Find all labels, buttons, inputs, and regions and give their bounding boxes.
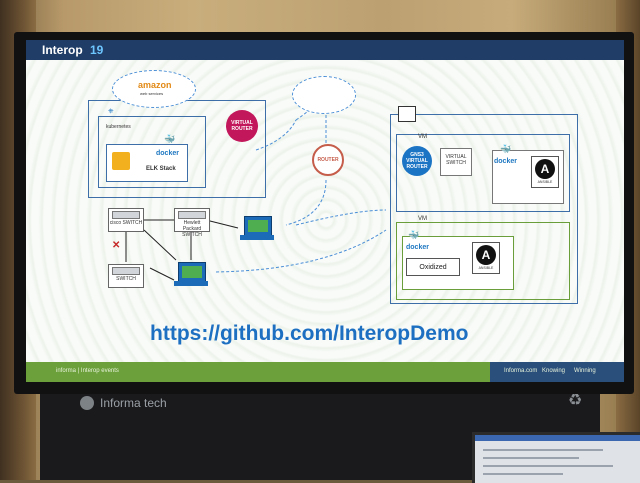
- aws-label: amazon: [138, 80, 172, 90]
- switch-device-icon: [112, 211, 140, 219]
- cisco-switch: cisco SWITCH: [108, 208, 144, 232]
- laptop-line: [483, 457, 579, 459]
- virtualbox-icon: [398, 106, 416, 122]
- kubernetes-icon: ⎈: [108, 108, 114, 115]
- virtual-switch-label: VIRTUAL SWITCH: [445, 154, 467, 166]
- informa-logo-icon: [80, 396, 94, 410]
- workstation-1: [240, 216, 274, 244]
- ansible-label: ANSIBLE: [478, 266, 494, 270]
- cisco-switch-label: cisco SWITCH: [109, 220, 143, 226]
- docker-label: docker: [156, 150, 179, 157]
- kubernetes-label: kubernetes: [106, 124, 131, 130]
- stand-logo: Informa tech: [80, 396, 167, 410]
- ansible-label: ANSIBLE: [537, 180, 553, 184]
- docker-whale-icon: 🐳: [500, 144, 512, 154]
- vm-2-box: [396, 222, 570, 300]
- hpe-switch-label: Hewlett Packard SWITCH: [182, 220, 202, 238]
- gns3-label: GNS3 VIRTUAL ROUTER: [406, 152, 428, 170]
- docker-whale-icon: 🐳: [408, 230, 420, 240]
- footer-right-2: Knowing: [542, 368, 566, 374]
- interop-brand: Interop: [42, 43, 83, 57]
- kubernetes-box: [98, 116, 206, 188]
- vm-1-label: VM: [418, 134, 427, 140]
- elk-icon: [112, 152, 130, 170]
- oxidized-node: Oxidized: [406, 258, 460, 276]
- laptop-line: [483, 465, 613, 467]
- monitor-icon: [178, 262, 206, 282]
- slide-header-bar: [26, 40, 624, 60]
- stand-logo-text: Informa tech: [100, 396, 167, 410]
- oxidized-label: Oxidized: [419, 263, 447, 271]
- footer-right-1: Informa.com: [504, 368, 538, 374]
- virtual-switch-node: [440, 148, 472, 176]
- laptop-title-bar: [475, 435, 640, 441]
- slide-footer-right: [490, 362, 624, 382]
- interop-year: 19: [90, 43, 104, 57]
- vm-1-box: [396, 134, 570, 212]
- slide-footer: [26, 362, 624, 382]
- router-label: ROUTER: [317, 157, 339, 163]
- slide-screen: Interop 19 amazon web services ⎈ kuberne…: [26, 40, 624, 382]
- vm-2-label: VM: [418, 216, 427, 222]
- virtualbox-host-box: [390, 114, 578, 304]
- laptop-line: [483, 473, 563, 475]
- aws-cloud: [112, 70, 196, 108]
- recycle-icon: ♻: [568, 392, 583, 409]
- juniper-switch-label: SWITCH: [116, 276, 136, 282]
- laptop-line: [483, 449, 603, 451]
- docker-label: docker: [494, 158, 517, 165]
- juniper-switch: SWITCH: [108, 264, 144, 288]
- footer-left-text: informa | Interop events: [56, 368, 119, 374]
- virtual-router-label: VIRTUAL ROUTER: [231, 120, 253, 132]
- docker-whale-icon: 🐳: [164, 134, 176, 144]
- network-links: [125, 79, 387, 281]
- broken-link-icon: ✕: [112, 240, 121, 251]
- switch-device-icon: [112, 267, 140, 275]
- elk-stack-label: ELK Stack: [146, 166, 176, 172]
- laptop-corner: [472, 432, 640, 483]
- workstation-2: [174, 262, 208, 290]
- footer-right-3: Winning: [574, 368, 596, 374]
- internet-cloud: [292, 76, 356, 114]
- monitor-icon: [244, 216, 272, 236]
- gns3-virtual-router-node: GNS3 VIRTUAL ROUTER: [402, 146, 432, 176]
- virtual-router-node: VIRTUAL ROUTER: [226, 110, 258, 142]
- hpe-switch: Hewlett Packard SWITCH: [174, 208, 210, 238]
- router-node: ROUTER: [312, 144, 344, 176]
- github-url: https://github.com/InteropDemo: [150, 322, 469, 345]
- switch-device-icon: [178, 211, 206, 219]
- aws-sub-label: web services: [140, 91, 164, 96]
- docker-label: docker: [406, 244, 429, 251]
